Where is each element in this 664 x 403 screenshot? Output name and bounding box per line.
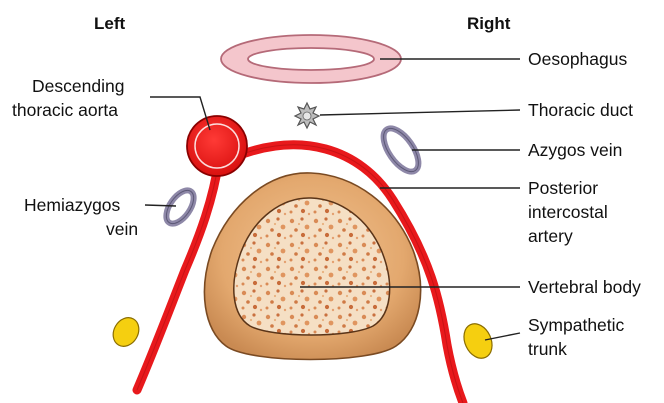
vertebral-body: [204, 173, 420, 360]
label-oesophagus: Oesophagus: [528, 49, 627, 69]
label-thoracic-duct: Thoracic duct: [528, 100, 633, 120]
header-left: Left: [94, 14, 126, 33]
label-vertebral-body: Vertebral body: [528, 277, 641, 297]
label-posterior-intercostal-artery-3: artery: [528, 226, 573, 246]
label-sympathetic-trunk-1: Sympathetic: [528, 315, 625, 335]
label-sympathetic-trunk-2: trunk: [528, 339, 567, 359]
sympathetic-trunk-left: [108, 313, 144, 351]
leader-hemiazygos-vein: [145, 205, 176, 206]
label-azygos-vein: Azygos vein: [528, 140, 622, 160]
label-descending-thoracic-aorta-1: Descending: [32, 76, 124, 96]
descending-thoracic-aorta: [187, 116, 247, 176]
hemiazygos-vein: [161, 186, 199, 229]
header-right: Right: [467, 14, 511, 33]
label-posterior-intercostal-artery-2: intercostal: [528, 202, 608, 222]
leader-thoracic-duct: [320, 110, 520, 115]
label-hemiazygos-vein-2: vein: [106, 219, 138, 239]
label-posterior-intercostal-artery-1: Posterior: [528, 178, 598, 198]
oesophagus: [221, 35, 401, 83]
sympathetic-trunk: [459, 319, 498, 363]
label-descending-thoracic-aorta-2: thoracic aorta: [12, 100, 118, 120]
thoracic-duct: [295, 103, 319, 128]
label-hemiazygos-vein-1: Hemiazygos: [24, 195, 121, 215]
